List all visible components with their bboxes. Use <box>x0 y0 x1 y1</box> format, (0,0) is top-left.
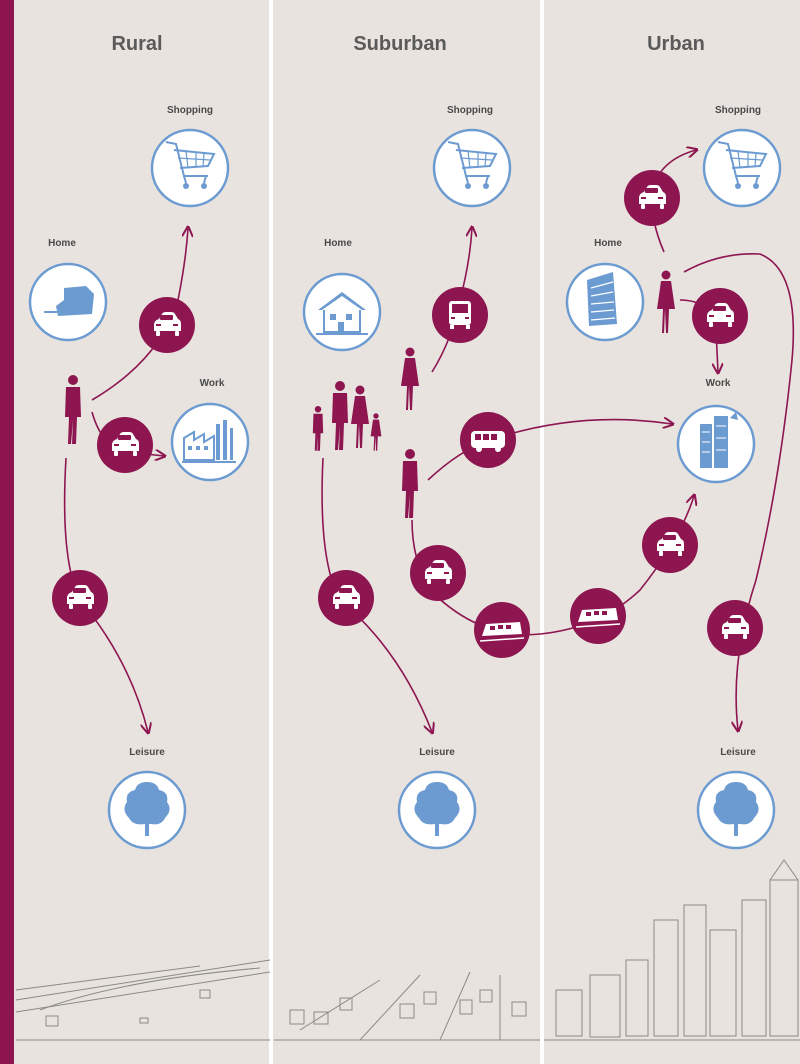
person-icon <box>65 375 81 444</box>
urban-train <box>570 588 626 644</box>
suburban-leisure-node <box>397 770 477 850</box>
urban-car-work <box>692 288 748 344</box>
urban-car-leisure <box>707 600 763 656</box>
urban-work-label: Work <box>706 378 731 389</box>
family-icon <box>312 381 382 451</box>
suburban-car-station <box>410 545 466 601</box>
divider-right <box>540 0 544 1064</box>
suburban-home-node <box>302 272 382 352</box>
suburban-leisure-label: Leisure <box>419 747 455 758</box>
rural-leisure-node <box>107 770 187 850</box>
urban-home-node <box>565 262 645 342</box>
urban-shopping-label: Shopping <box>715 105 761 116</box>
suburban-shopping-label: Shopping <box>447 105 493 116</box>
rural-car-shopping <box>139 297 195 353</box>
rural-home-label: Home <box>48 238 76 249</box>
suburban-bus-work <box>460 412 516 468</box>
suburban-bus-shopping <box>432 287 488 343</box>
urban-car-shopping <box>624 170 680 226</box>
suburban-shopping-node <box>432 128 512 208</box>
urban-title: Urban <box>647 33 705 55</box>
apartment-icon <box>586 271 618 327</box>
urban-car-work-2 <box>642 517 698 573</box>
suburban-train <box>474 602 530 658</box>
person-icon <box>401 347 419 410</box>
person-icon <box>402 449 418 518</box>
rural-leisure-label: Leisure <box>129 747 165 758</box>
rural-work-label: Work <box>200 378 225 389</box>
rural-title: Rural <box>111 33 162 55</box>
rural-car-work <box>97 417 153 473</box>
rural-car-leisure <box>52 570 108 626</box>
suburban-car-leisure <box>318 570 374 626</box>
skyline-illustration <box>15 859 800 1041</box>
rural-home-node <box>28 262 108 342</box>
suburban-title: Suburban <box>353 33 446 55</box>
divider-left <box>269 0 273 1064</box>
rural-shopping-label: Shopping <box>167 105 213 116</box>
rural-shopping-node <box>150 128 230 208</box>
suburban-home-label: Home <box>324 238 352 249</box>
urban-leisure-node <box>696 770 776 850</box>
person-icon <box>657 270 675 333</box>
urban-leisure-label: Leisure <box>720 747 756 758</box>
urban-shopping-node <box>702 128 782 208</box>
urban-home-label: Home <box>594 238 622 249</box>
bus-icon <box>449 301 471 329</box>
urban-work-node <box>676 404 756 484</box>
rural-work-node <box>170 402 250 482</box>
accent-strip <box>0 0 14 1064</box>
